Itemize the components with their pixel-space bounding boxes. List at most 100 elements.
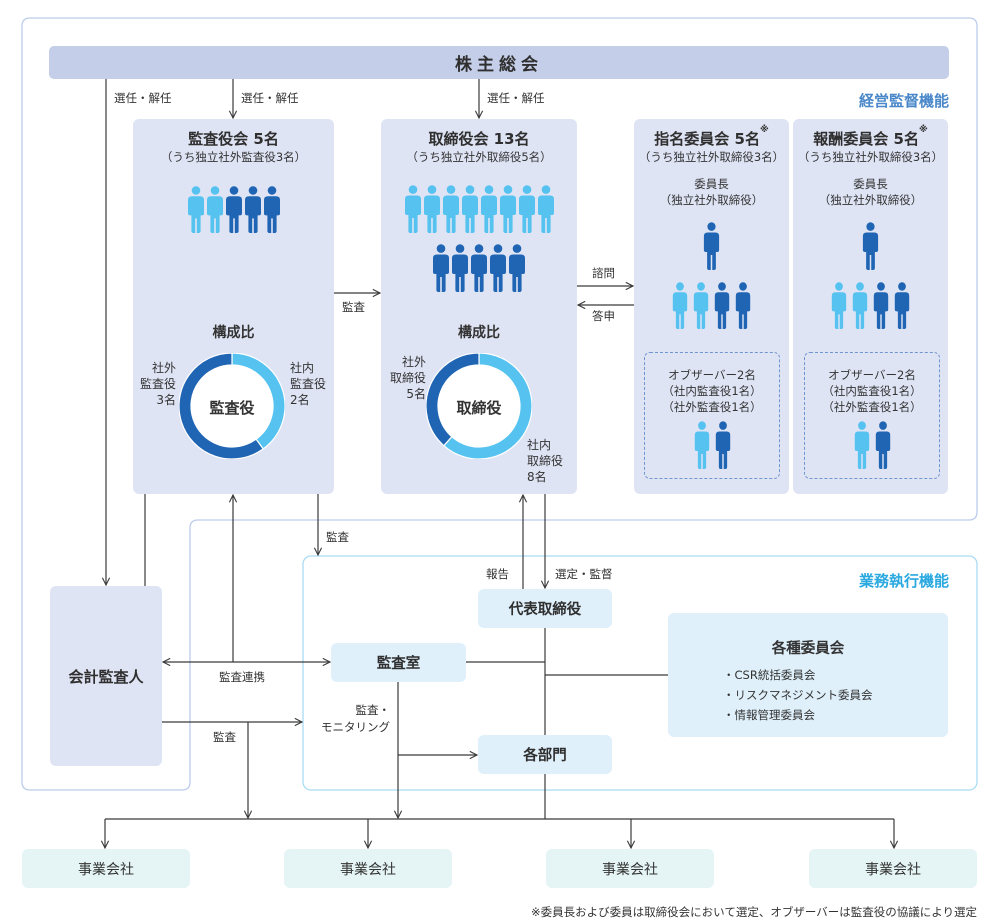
departments-box[interactable]: 各部門 — [478, 735, 612, 774]
board-subtitle: （うち独立社外取締役5名） — [406, 150, 552, 164]
board-members-outside — [381, 244, 577, 292]
label-report-back: 答申 — [592, 309, 615, 323]
person-icon-outside — [509, 244, 525, 292]
person-icon-outside — [263, 186, 280, 233]
compensation-members — [793, 282, 948, 329]
nomination-chair-label: 委員長 （独立社外取締役） — [634, 176, 789, 208]
audit-board-inside-label: 社内 監査役 2名 — [290, 360, 326, 408]
subsidiary-box[interactable]: 事業会社 — [546, 849, 714, 888]
person-icon-inside — [537, 185, 554, 233]
person-icon-inside — [693, 282, 709, 329]
supervision-section-label: 経営監督機能 — [858, 92, 949, 110]
label-consult: 諮問 — [592, 266, 615, 280]
audit-board-panel[interactable]: 監査役会 5名 （うち独立社外監査役3名） 構成比 監査役 社外 監査役 3名 … — [133, 119, 334, 494]
person-icon-outside — [225, 186, 242, 233]
person-icon-outside — [714, 282, 730, 329]
label-auditor-audit: 監査 — [213, 730, 236, 744]
person-icon-outside — [452, 244, 468, 292]
person-icon-inside — [442, 185, 459, 233]
representative-director-box[interactable]: 代表取締役 — [478, 589, 612, 628]
inside-label-line: 社内 — [290, 361, 315, 375]
compensation-chair — [793, 222, 948, 270]
audit-board-donut-label: 監査役 — [209, 399, 255, 417]
committees-list: ・CSR統括委員会 ・リスクマネジメント委員会 ・情報管理委員会 — [723, 665, 873, 725]
subsidiary-box[interactable]: 事業会社 — [284, 849, 452, 888]
nomination-observers — [645, 421, 779, 469]
supervision-frame — [21, 17, 978, 791]
person-icon-inside — [518, 185, 535, 233]
compensation-committee-subtitle: （うち独立社外取締役3名） — [797, 150, 944, 164]
person-icon-outside — [735, 282, 751, 329]
person-icon-outside — [433, 244, 449, 292]
person-icon-outside — [894, 282, 910, 329]
person-icon-outside — [875, 421, 890, 469]
nomination-chair — [634, 222, 789, 270]
board-ratio-title: 構成比 — [458, 325, 500, 341]
observer-line: （社外監査役1名） — [662, 400, 762, 414]
compensation-chair-label: 委員長 （独立社外取締役） — [793, 176, 948, 208]
person-icon-inside — [206, 186, 223, 233]
shareholders-meeting-bar[interactable]: 株主総会 — [49, 46, 949, 79]
outside-label-line: 取締役 — [389, 371, 426, 385]
person-icon-inside — [499, 185, 516, 233]
execution-section-label: 業務執行機能 — [858, 572, 949, 590]
board-donut — [426, 353, 532, 459]
audit-board-subtitle: （うち独立社外監査役3名） — [160, 150, 307, 164]
audit-board-title: 監査役会 5名 — [188, 130, 279, 148]
chair-label-line: 委員長 — [853, 177, 888, 191]
chair-label-line: （独立社外取締役） — [818, 193, 923, 207]
compensation-committee-title-text: 報酬委員会 5名 — [813, 130, 919, 148]
label-audit-collaboration: 監査連携 — [219, 670, 265, 684]
person-icon-inside — [694, 421, 709, 469]
person-icon-inside — [187, 186, 204, 233]
compensation-committee-title: 報酬委員会 5名※ — [793, 125, 948, 149]
person-icon-inside — [672, 282, 688, 329]
audit-board-donut — [179, 353, 285, 459]
observer-line: オブザーバー2名 — [668, 368, 756, 382]
compensation-observers — [805, 421, 939, 469]
person-icon-inside — [404, 185, 421, 233]
committees-title: 各種委員会 — [771, 641, 845, 657]
accounting-auditor-box[interactable]: 会計監査人 — [50, 586, 162, 766]
board-members-inside — [381, 185, 577, 233]
observer-line: （社内監査役1名） — [822, 384, 922, 398]
outside-label-line: 5名 — [406, 387, 426, 401]
note-mark: ※ — [759, 125, 769, 135]
person-icon-outside — [490, 244, 506, 292]
label-audit-monitoring-1: 監査・ — [355, 703, 391, 717]
subsidiary-box[interactable]: 事業会社 — [809, 849, 977, 888]
chair-label-line: 委員長 — [694, 177, 729, 191]
board-outside-label: 社外 取締役 5名 — [381, 354, 426, 402]
board-panel[interactable]: 取締役会 13名 （うち独立社外取締役5名） 構成比 取締役 社外 取締役 5名… — [381, 119, 577, 494]
donut-hole — [191, 365, 273, 447]
footnote: ※委員長および委員は取締役会において選定、オブザーバーは監査役の協議により選定 — [531, 905, 977, 919]
compensation-committee-panel[interactable]: 報酬委員会 5名※ （うち独立社外取締役3名） 委員長 （独立社外取締役） オブ… — [793, 119, 948, 494]
audit-office-box[interactable]: 監査室 — [331, 643, 466, 682]
observer-line: （社外監査役1名） — [822, 400, 922, 414]
person-icon-inside — [852, 282, 868, 329]
label-select-supervise: 選定・監督 — [555, 567, 613, 581]
committee-item: ・リスクマネジメント委員会 — [723, 688, 873, 702]
shareholders-meeting-label: 株主総会 — [455, 55, 543, 75]
compensation-observers-box: オブザーバー2名 （社内監査役1名） （社外監査役1名） — [804, 352, 940, 479]
nomination-members — [634, 282, 789, 329]
board-inside-label: 社内 取締役 8名 — [527, 437, 563, 485]
label-appoint-dismiss-board: 選任・解任 — [487, 91, 545, 105]
note-mark: ※ — [918, 125, 928, 135]
observer-line: オブザーバー2名 — [828, 368, 916, 382]
nomination-committee-panel[interactable]: 指名委員会 5名※ （うち独立社外取締役3名） 委員長 （独立社外取締役） オブ… — [634, 119, 789, 494]
committee-item: ・CSR統括委員会 — [723, 668, 816, 682]
nomination-observers-box: オブザーバー2名 （社内監査役1名） （社外監査役1名） — [644, 352, 780, 479]
audit-board-ratio-title: 構成比 — [212, 325, 255, 341]
outside-label-line: 社外 — [401, 355, 426, 369]
committees-box[interactable]: 各種委員会 ・CSR統括委員会 ・リスクマネジメント委員会 ・情報管理委員会 — [668, 613, 948, 737]
label-audit-board-to-board: 監査 — [342, 300, 365, 314]
audit-board-members — [133, 186, 334, 233]
label-appoint-dismiss-auditor: 選任・解任 — [114, 91, 172, 105]
person-icon-outside — [862, 222, 879, 270]
subsidiary-box[interactable]: 事業会社 — [22, 849, 190, 888]
person-icon-outside — [873, 282, 889, 329]
outside-label-line: 監査役 — [139, 377, 176, 391]
